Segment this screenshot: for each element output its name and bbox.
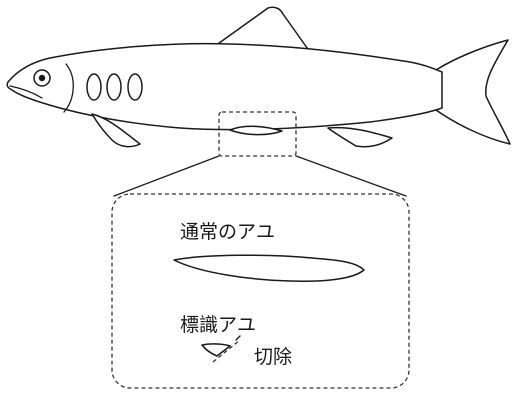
cut-line <box>212 339 241 363</box>
clipped-fin <box>201 343 231 357</box>
pectoral-fin <box>91 113 141 148</box>
anal-fin <box>327 126 393 148</box>
focus-box <box>218 111 297 157</box>
connector-right <box>295 155 407 197</box>
fin-removed-label: 切除 <box>254 346 292 368</box>
parr-mark-2 <box>106 73 122 101</box>
normal-ayu-label: 通常のアユ <box>180 221 275 243</box>
caudal-fin <box>435 39 511 145</box>
fish-mouth <box>9 85 43 99</box>
tagged-ayu-label: 標識アユ <box>180 314 256 336</box>
pelvic-fin <box>229 125 283 136</box>
connector-left <box>113 155 220 197</box>
parr-mark-3 <box>127 73 143 101</box>
fish-body <box>6 42 443 131</box>
normal-fin <box>173 254 365 282</box>
gill-line <box>63 63 74 113</box>
parr-mark-1 <box>86 73 102 101</box>
inset-box <box>111 193 410 389</box>
removed-part-marker <box>235 335 241 341</box>
fish-pupil <box>38 74 46 82</box>
